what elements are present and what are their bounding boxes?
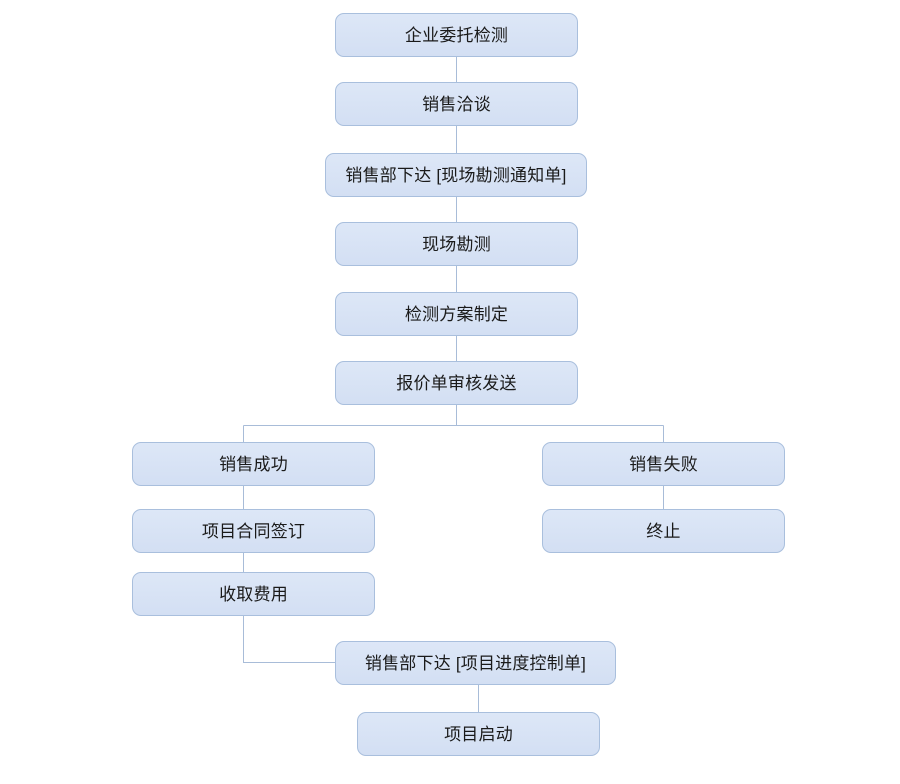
node-sales-success[interactable]: 销售成功: [132, 442, 375, 486]
node-sales-dept-issue-site-survey-notice[interactable]: 销售部下达 [现场勘测通知单]: [325, 153, 587, 197]
node-label: 销售成功: [219, 454, 288, 474]
node-label: 项目启动: [444, 724, 513, 744]
node-label: 销售部下达 [项目进度控制单]: [364, 653, 587, 673]
node-quotation-review-and-send[interactable]: 报价单审核发送: [335, 361, 578, 405]
node-label: 现场勘测: [422, 234, 491, 254]
node-sales-negotiation[interactable]: 销售洽谈: [335, 82, 578, 126]
node-enterprise-commission-inspection[interactable]: 企业委托检测: [335, 13, 578, 57]
node-terminate[interactable]: 终止: [542, 509, 785, 553]
node-project-contract-signing[interactable]: 项目合同签订: [132, 509, 375, 553]
node-label: 销售洽谈: [422, 94, 491, 114]
node-label: 销售失败: [629, 454, 698, 474]
node-collect-fees[interactable]: 收取费用: [132, 572, 375, 616]
node-label: 终止: [646, 521, 681, 541]
node-label: 收取费用: [219, 584, 288, 604]
node-site-survey[interactable]: 现场勘测: [335, 222, 578, 266]
node-label: 项目合同签订: [201, 521, 306, 541]
node-inspection-plan-formulation[interactable]: 检测方案制定: [335, 292, 578, 336]
node-label: 企业委托检测: [404, 25, 509, 45]
node-label: 报价单审核发送: [396, 373, 517, 393]
connector-n11-n12: [242, 616, 335, 664]
node-label: 检测方案制定: [404, 304, 509, 324]
node-sales-dept-issue-project-progress-control-sheet[interactable]: 销售部下达 [项目进度控制单]: [335, 641, 616, 685]
node-sales-failure[interactable]: 销售失败: [542, 442, 785, 486]
node-project-kickoff[interactable]: 项目启动: [357, 712, 600, 756]
node-label: 销售部下达 [现场勘测通知单]: [345, 165, 567, 185]
